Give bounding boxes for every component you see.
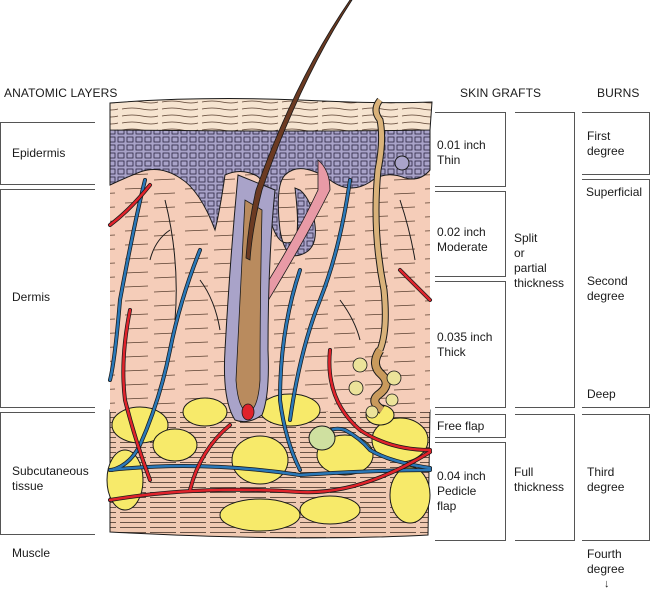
skin-grafts-heading: SKIN GRAFTS <box>460 86 542 100</box>
burn-second-line: Second <box>587 274 628 288</box>
graft-pedicle-box <box>435 442 506 541</box>
burns-heading: BURNS <box>597 86 640 100</box>
graft-split-line: or <box>514 246 525 260</box>
epidermis-box <box>0 122 95 185</box>
graft-split-line: thickness <box>514 276 565 290</box>
subcutaneous-label: Subcutaneous tissue <box>12 464 89 493</box>
graft-free-flap-box <box>435 414 506 438</box>
anatomic-layers-heading: ANATOMIC LAYERS <box>4 86 118 100</box>
graft-thin-box <box>435 112 506 187</box>
burn-third-label: Third degree <box>587 465 624 495</box>
graft-free-flap-label: Free flap <box>437 419 485 433</box>
graft-pedicle-label: 0.04 inch Pedicle flap <box>437 469 486 514</box>
burn-fourth-line: Fourth <box>587 547 622 561</box>
dermis-label: Dermis <box>12 290 50 304</box>
graft-split-box <box>515 112 575 408</box>
graft-moderate-box <box>435 191 506 277</box>
graft-split-label: Split or partial thickness <box>514 231 564 291</box>
graft-full-box <box>515 414 575 541</box>
graft-thick-name: Thick <box>437 345 466 359</box>
burn-third-line: Third <box>587 465 615 479</box>
arteries <box>108 183 432 502</box>
graft-moderate-label: 0.02 inch Moderate <box>437 225 488 255</box>
burn-fourth-label: Fourth degree <box>587 547 624 577</box>
graft-thin-label: 0.01 inch Thin <box>437 138 486 168</box>
sebaceous-gland-small <box>394 155 410 171</box>
sweat-gland <box>348 347 402 419</box>
down-arrow-icon: ↓ <box>604 578 610 590</box>
graft-thick-label: 0.035 inch Thick <box>437 330 492 360</box>
graft-full-label: Full thickness <box>514 465 564 495</box>
graft-moderate-name: Moderate <box>437 240 488 254</box>
burn-second-label: Second degree <box>587 274 628 304</box>
hair-papilla <box>241 403 255 421</box>
graft-pedicle-size: 0.04 inch <box>437 469 486 483</box>
burn-first-line: First <box>587 129 611 143</box>
burn-third-line: degree <box>587 480 625 494</box>
graft-full-line: thickness <box>514 480 565 494</box>
muscle-label: Muscle <box>12 546 51 560</box>
subcutaneous-box <box>0 412 95 535</box>
nerve-branches <box>149 199 416 341</box>
graft-split-line: Split <box>514 231 538 245</box>
graft-thin-size: 0.01 inch <box>437 138 486 152</box>
graft-moderate-size: 0.02 inch <box>437 225 486 239</box>
graft-pedicle-name-2: flap <box>437 499 457 513</box>
burn-fourth-line: degree <box>587 562 625 576</box>
veins <box>108 178 432 478</box>
graft-split-line: partial <box>514 261 547 275</box>
pacinian-corpuscle <box>308 425 336 451</box>
stratum-corneum <box>109 98 433 132</box>
epidermis-label: Epidermis <box>12 146 66 160</box>
burn-second-line: degree <box>587 289 625 303</box>
graft-full-line: Full <box>514 465 534 479</box>
burn-first-label: First degree <box>587 129 624 159</box>
burn-second-superficial: Superficial <box>586 185 643 199</box>
graft-thin-name: Thin <box>437 153 461 167</box>
dermis-box <box>0 189 95 408</box>
burn-first-line: degree <box>587 144 625 158</box>
burn-second-deep: Deep <box>587 387 616 401</box>
graft-thick-size: 0.035 inch <box>437 330 493 344</box>
graft-thick-box <box>435 281 506 408</box>
graft-pedicle-name: Pedicle <box>437 484 477 498</box>
hair-shaft <box>245 0 353 261</box>
